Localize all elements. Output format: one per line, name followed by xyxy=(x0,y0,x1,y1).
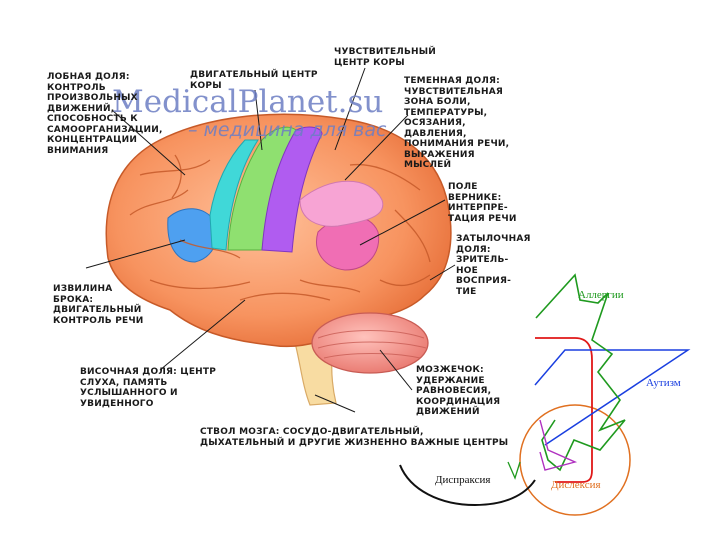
motor-strip-cyan xyxy=(209,139,259,251)
disorders-network xyxy=(399,273,691,516)
label-frontal-lobe: ЛОБНАЯ ДОЛЯ: КОНТРОЛЬ ПРОИЗВОЛЬНЫХ ДВИЖЕ… xyxy=(47,72,163,156)
purple-path xyxy=(539,419,578,471)
dyspraxia-arc xyxy=(399,464,536,507)
label-cerebellum: МОЗЖЕЧОК: УДЕРЖАНИЕ РАВНОВЕСИЯ, КООРДИНА… xyxy=(416,365,501,417)
leader-lines xyxy=(85,67,456,413)
red-path xyxy=(535,337,593,483)
label-allergy: Аллергии xyxy=(578,289,624,301)
label-dyspraxia: Диспраксия xyxy=(435,474,491,486)
cerebellum-folia xyxy=(317,330,427,359)
autism-path xyxy=(534,349,691,446)
label-temporal-lobe: ВИСОЧНАЯ ДОЛЯ: ЦЕНТР СЛУХА, ПАМЯТЬ УСЛЫШ… xyxy=(80,367,217,409)
label-autism: Аутизм xyxy=(646,377,681,389)
label-dyslexia: Дислексия xyxy=(551,479,601,491)
label-sensory-center: ЧУВСТВИТЕЛЬНЫЙ ЦЕНТР КОРЫ xyxy=(334,47,437,68)
small-v-mark xyxy=(507,461,521,480)
watermark-site: MedicalPlanet.su xyxy=(112,84,384,120)
dyslexia-circle xyxy=(519,404,631,516)
sensory-cortex-region xyxy=(261,126,323,253)
gyri-lines xyxy=(129,154,431,301)
broca-region xyxy=(167,208,218,263)
parietal-pink-region xyxy=(299,180,384,227)
label-wernicke: ПОЛЕ ВЕРНИКЕ: ИНТЕРПРЕ- ТАЦИЯ РЕЧИ xyxy=(448,182,517,224)
label-broca: ИЗВИЛИНА БРОКА: ДВИГАТЕЛЬНЫЙ КОНТРОЛЬ РЕ… xyxy=(53,284,144,326)
label-parietal-lobe: ТЕМЕННАЯ ДОЛЯ: ЧУВСТВИТЕЛЬНАЯ ЗОНА БОЛИ,… xyxy=(404,76,510,170)
cerebellum-shape xyxy=(311,312,429,374)
label-motor-center: ДВИГАТЕЛЬНЫЙ ЦЕНТР КОРЫ xyxy=(190,70,318,91)
watermark-tagline: – медицина для вас xyxy=(188,119,387,141)
allergy-zigzag xyxy=(535,273,626,472)
label-occipital-lobe: ЗАТЫЛОЧНАЯ ДОЛЯ: ЗРИТЕЛЬ- НОЕ ВОСПРИЯ- Т… xyxy=(456,234,531,297)
label-brainstem: СТВОЛ МОЗГА: СОСУДО-ДВИГАТЕЛЬНЫЙ, ДЫХАТЕ… xyxy=(200,427,509,448)
